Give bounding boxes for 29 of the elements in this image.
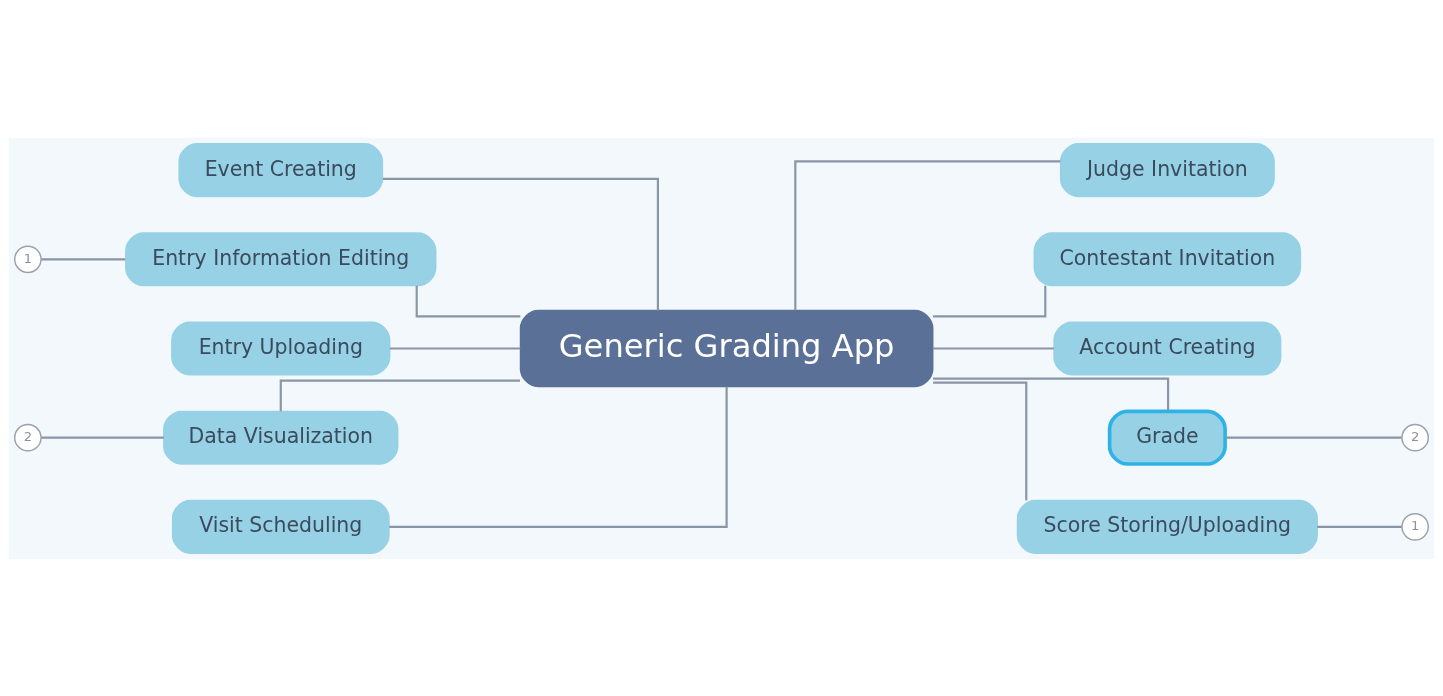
connector: [389, 386, 728, 528]
node-box: Score Storing/Uploading: [1016, 499, 1318, 554]
connector: [1225, 436, 1402, 439]
connector: [41, 436, 164, 439]
node-box: Event Creating: [178, 142, 384, 197]
node-circle: 1: [1401, 512, 1429, 541]
connector: [1317, 525, 1402, 528]
node-box: Grade: [1107, 409, 1227, 466]
connector: [932, 285, 1047, 317]
connector: [279, 379, 520, 411]
connector: [41, 257, 126, 260]
connector: [794, 159, 1061, 310]
node-circle: 2: [14, 423, 42, 452]
connector: [389, 346, 521, 350]
node-circle: 2: [1401, 423, 1429, 452]
node-box: Entry Uploading: [171, 320, 391, 376]
connector: [933, 377, 1170, 411]
node-box: Visit Scheduling: [171, 499, 390, 554]
connector: [415, 285, 521, 317]
node-circle: 1: [14, 244, 42, 273]
connector: [932, 346, 1054, 350]
connector: [933, 381, 1028, 500]
node-box: Contestant Invitation: [1033, 231, 1302, 286]
node-box: Data Visualization: [163, 410, 399, 465]
node-box: Entry Information Editing: [125, 231, 437, 286]
connector: [382, 177, 659, 310]
node-box: Generic Grading App: [519, 309, 934, 387]
node-box: Judge Invitation: [1059, 142, 1275, 197]
node-box: Account Creating: [1053, 320, 1282, 376]
